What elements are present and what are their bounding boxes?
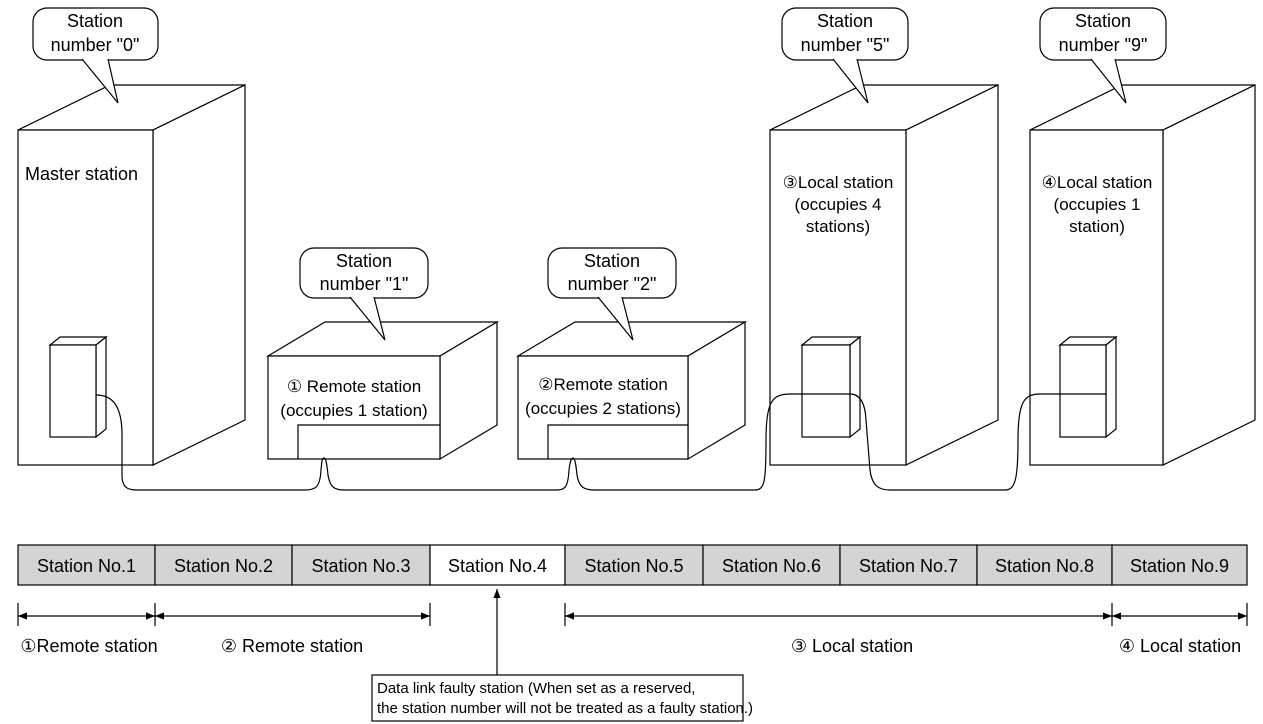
callout-station-5-line1: Station [817,11,873,31]
faulty-note-line2: the station number will not be treated a… [377,700,753,717]
remote-station-1-label-line1: ① Remote station [287,377,421,396]
callout-station-5: Station number "5" [781,7,909,104]
callout-station-0: Station number "0" [32,7,159,104]
link-cable [95,393,1106,491]
range-label-local-3: ③ Local station [791,636,913,656]
local-station-3-label-line1: ③Local station [783,173,894,192]
master-station-label: Master station [25,164,138,184]
station-cell-label: Station No.8 [995,556,1094,576]
master-station: Master station [17,84,246,466]
station-cell-label: Station No.9 [1130,556,1229,576]
station-cell [154,544,293,586]
station-cell [291,544,431,586]
callout-station-9-line2: number "9" [1059,35,1148,55]
station-cell [1111,544,1248,586]
range-label-local-4: ④ Local station [1119,636,1241,656]
local-station-4-label-line2: (occupies 1 [1054,195,1141,214]
remote-station-2: ②Remote station (occupies 2 stations) [515,320,748,461]
remote-station-1-label-line2: (occupies 1 station) [280,401,427,420]
station-cell [17,544,156,586]
range-indicators: ①Remote station ② Remote station ③ Local… [17,603,1248,656]
local-station-3: ③Local station (occupies 4 stations) [769,84,999,466]
remote-station-2-label-line2: (occupies 2 stations) [525,399,681,418]
local-station-4: ④Local station (occupies 1 station) [1029,84,1256,466]
callout-station-9: Station number "9" [1039,7,1167,104]
callout-station-2: Station number "2" [547,247,677,341]
callout-station-0-line1: Station [67,11,123,31]
callout-station-1: Station number "1" [299,247,429,341]
local-station-3-label-line3: stations) [806,217,870,236]
station-cell-label: Station No.1 [37,556,136,576]
faulty-station-note: Data link faulty station (When set as a … [371,589,753,722]
callout-station-5-line2: number "5" [801,35,890,55]
local-station-4-label-line3: station) [1069,217,1125,236]
station-cell [702,544,841,586]
callout-station-2-line1: Station [584,251,640,271]
range-label-remote-1: ①Remote station [20,636,157,656]
station-table: Station No.1 Station No.2 Station No.3 Stat… [17,544,1248,586]
faulty-note-line1: Data link faulty station (When set as a … [377,680,695,697]
station-cell [429,544,566,586]
station-cell-label: Station No.2 [174,556,273,576]
remote-station-2-label-line1: ②Remote station [538,375,668,394]
station-cell-label: Station No.6 [722,556,821,576]
station-cell-label: Station No.3 [311,556,410,576]
callout-station-1-line1: Station [336,251,392,271]
station-cell-label: Station No.5 [584,556,683,576]
station-cell [976,544,1113,586]
local-station-3-label-line2: (occupies 4 [795,195,882,214]
station-cell [839,544,978,586]
callout-station-0-line2: number "0" [51,35,140,55]
station-cell-label: Station No.4 [448,556,547,576]
local-station-4-label-line1: ④Local station [1042,173,1153,192]
callout-station-9-line1: Station [1075,11,1131,31]
callout-station-2-line2: number "2" [568,274,657,294]
remote-station-1: ① Remote station (occupies 1 station) [265,320,500,461]
station-cell [564,544,704,586]
callout-station-1-line2: number "1" [320,274,409,294]
station-cell-label: Station No.7 [859,556,958,576]
range-label-remote-2: ② Remote station [221,636,363,656]
